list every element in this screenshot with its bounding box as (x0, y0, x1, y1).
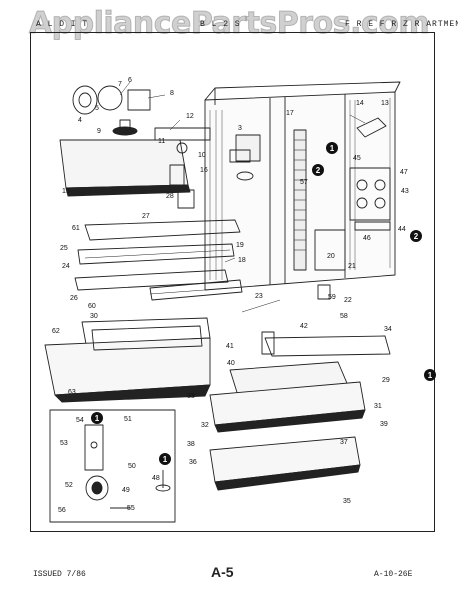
part-number-label: 7 (118, 81, 122, 88)
part-number-label: 39 (380, 421, 388, 428)
part-number-label: 33 (187, 393, 195, 400)
section-marker-group (91, 142, 436, 465)
section-marker-1 (326, 142, 338, 154)
part-number-label: 16 (200, 167, 208, 174)
part-number-label: 26 (70, 295, 78, 302)
part-number-label: 18 (238, 257, 246, 264)
header-left: A L D I T (36, 20, 89, 29)
part-number-label: 20 (327, 253, 335, 260)
part-number-label: 38 (187, 441, 195, 448)
section-marker-2 (312, 164, 324, 176)
header-right: F R E F R Z R ARTMENT (345, 20, 458, 29)
part-number-label: 25 (60, 245, 68, 252)
header-middle: B L 2 S (200, 20, 241, 29)
part-number-label: 5 (95, 105, 99, 112)
section-marker-6 (159, 453, 171, 465)
part-number-label: 37 (340, 439, 348, 446)
section-marker-label: 1 (330, 144, 335, 153)
part-number-label: 45 (353, 155, 361, 162)
part-number-label: 58 (340, 313, 348, 320)
diagram-frame (30, 32, 435, 532)
part-number-label: 36 (189, 459, 197, 466)
part-number-label: 1 (425, 370, 429, 377)
part-number-label: 13 (381, 100, 389, 107)
part-number-label: 8 (170, 90, 174, 97)
part-number-label: 59 (328, 294, 336, 301)
part-number-label: 22 (344, 297, 352, 304)
part-number-label: 48 (152, 475, 160, 482)
part-number-label: 24 (62, 263, 70, 270)
part-number-label: 51 (124, 416, 132, 423)
left-crisper-drawer (44, 317, 211, 403)
section-marker-5 (91, 412, 103, 424)
part-number-label: 63 (68, 389, 76, 396)
detail-inset (49, 409, 176, 523)
part-number-label: 11 (158, 138, 165, 145)
part-number-label: 57 (300, 179, 308, 186)
part-number-label: 47 (400, 169, 408, 176)
section-marker-label: 1 (95, 414, 100, 423)
part-number-label: 50 (128, 463, 136, 470)
page-number: A-5 (211, 564, 234, 580)
part-number-label: 55 (127, 505, 135, 512)
part-number-label: 40 (227, 360, 235, 367)
part-number-label: 43 (401, 188, 409, 195)
part-number-label: 62 (52, 328, 60, 335)
part-number-label: 32 (201, 422, 209, 429)
part-number-label: 61 (72, 225, 80, 232)
section-marker-label: 2 (316, 166, 321, 175)
part-number-label: 56 (58, 507, 66, 514)
part-number-label: 34 (384, 326, 392, 333)
part-number-label: 17 (286, 110, 294, 117)
part-number-label: 44 (398, 226, 406, 233)
section-marker-label: 1 (163, 455, 168, 464)
part-number-label: 49 (122, 487, 130, 494)
issued-date: ISSUED 7/86 (33, 570, 86, 579)
part-number-label: 35 (343, 498, 351, 505)
part-number-label: 27 (142, 213, 150, 220)
part-number-label: 52 (65, 482, 73, 489)
part-number-label: 6 (128, 77, 132, 84)
part-number-labels: 1234567891011121314151617181920212223242… (52, 77, 429, 514)
diagram-code: A-10-26E (374, 570, 413, 579)
part-number-label: 30 (90, 313, 98, 320)
part-number-label: 15 (62, 188, 70, 195)
part-number-label: 4 (78, 117, 82, 124)
section-marker-3 (410, 230, 422, 242)
part-number-label: 2 (320, 167, 324, 174)
part-number-label: 28 (166, 193, 174, 200)
section-marker-label: 1 (428, 371, 433, 380)
section-marker-4 (424, 369, 436, 381)
section-marker-label: 2 (414, 232, 419, 241)
part-number-label: 9 (97, 128, 101, 135)
part-number-label: 60 (88, 303, 96, 310)
part-number-label: 46 (363, 235, 371, 242)
part-number-label: 31 (374, 403, 382, 410)
part-number-label: 42 (300, 323, 308, 330)
part-number-label: 21 (348, 263, 356, 270)
part-number-label: 54 (76, 417, 84, 424)
part-number-label: 14 (356, 100, 364, 107)
part-number-label: 29 (382, 377, 390, 384)
door-rack-parts (349, 117, 391, 231)
cabinet-drawing (204, 81, 401, 355)
shelf-drawings (74, 189, 243, 301)
part-number-label: 12 (186, 113, 194, 120)
part-number-label: 10 (198, 152, 206, 159)
part-number-label: 23 (255, 293, 263, 300)
part-number-label: 53 (60, 440, 68, 447)
control-components (59, 85, 251, 197)
part-number-label: 19 (236, 242, 244, 249)
right-crisper-drawers (209, 335, 391, 491)
part-number-label: 41 (226, 343, 234, 350)
part-number-label: 3 (238, 125, 242, 132)
